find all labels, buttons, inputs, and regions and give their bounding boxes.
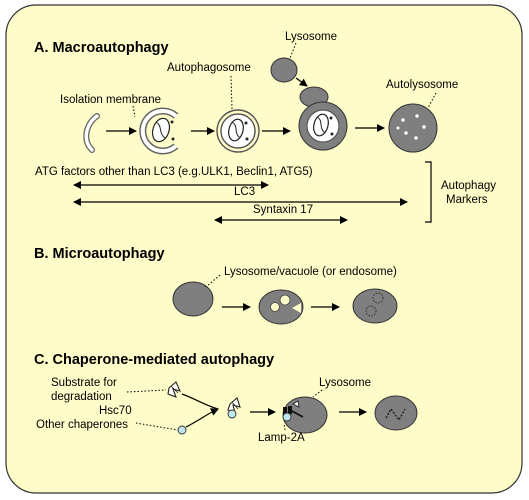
atg-marker-label: ATG factors other than LC3 (e.g.ULK1, Be… <box>35 166 313 178</box>
autophagosome <box>216 109 260 153</box>
fusing-lysosome-autophagosome <box>298 86 348 151</box>
autolysosome <box>388 103 438 153</box>
isolation-membrane-label: Isolation membrane <box>60 94 161 106</box>
substrate-chaperone-complex <box>227 397 241 419</box>
lysosome-label: Lysosome <box>285 31 337 43</box>
hsc70-chaperone <box>177 425 187 435</box>
other-chaperones-label: Other chaperones <box>36 419 128 431</box>
cma-heading: C. Chaperone-mediated autophagy <box>34 352 274 368</box>
markers-bracket-label-line1: Autophagy <box>441 180 496 192</box>
lysosome-organelle <box>270 57 298 83</box>
cma-lysosome-label: Lysosome <box>319 377 371 389</box>
lysosome-leader <box>289 42 297 59</box>
cma-degraded-lysosome <box>374 395 418 431</box>
micro-lysosome-leader <box>205 274 221 288</box>
syntaxin-marker-label: Syntaxin 17 <box>253 204 313 216</box>
lamp2a-label: Lamp-2A <box>258 432 305 444</box>
substrate-protein <box>167 381 181 398</box>
autophagosome-label: Autophagosome <box>167 62 251 74</box>
autolysosome-leader <box>427 92 437 109</box>
cma-merge-arrow <box>181 393 218 428</box>
micro-heading: B. Microautophagy <box>34 246 165 262</box>
macro-heading: A. Macroautophagy <box>34 40 169 56</box>
lc3-marker-label: LC3 <box>234 186 255 198</box>
micro-lysosome <box>172 281 214 317</box>
substrate-leader <box>126 389 167 393</box>
autolysosome-label: Autolysosome <box>386 79 458 91</box>
lamp2a-receptor <box>282 400 304 422</box>
micro-invaginating-lysosome <box>258 289 304 325</box>
markers-bracket <box>425 161 432 223</box>
cma-lysosome <box>282 396 328 434</box>
chaperone-leader <box>135 422 179 431</box>
lamp2a-leader <box>283 422 286 431</box>
substrate-label-line1: Substrate for <box>51 377 117 389</box>
isolation-membrane <box>83 113 100 153</box>
lysosome-fusion-arrow <box>295 77 308 87</box>
substrate-label-line2: degradation <box>51 391 112 403</box>
hsc70-label: Hsc70 <box>99 405 132 417</box>
micro-lysosome-label: Lysosome/vacuole (or endosome) <box>224 266 397 278</box>
forming-autophagosome <box>139 107 179 155</box>
markers-bracket-label-line2: Markers <box>446 194 488 206</box>
micro-degrading-lysosome <box>352 288 398 324</box>
